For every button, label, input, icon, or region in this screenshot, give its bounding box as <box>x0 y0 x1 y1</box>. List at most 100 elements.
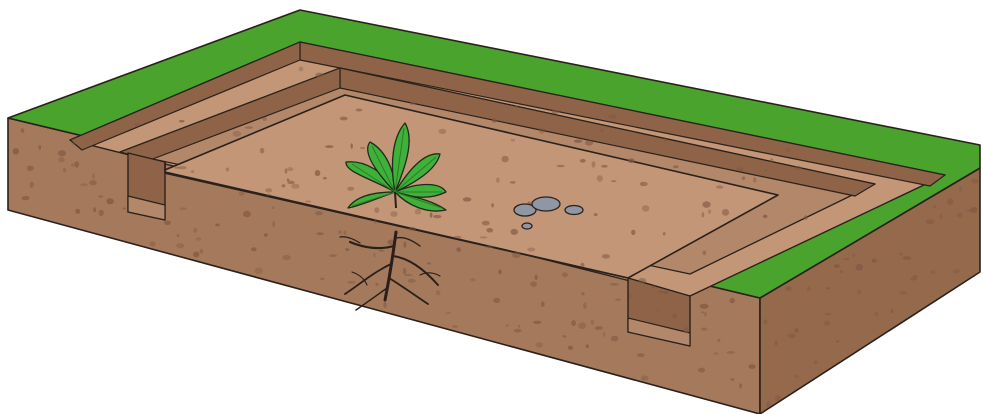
soil-speckle <box>749 364 756 369</box>
soil-speckle <box>641 375 649 381</box>
soil-speckle <box>717 339 720 343</box>
soil-speckle <box>343 231 346 235</box>
soil-speckle <box>739 383 742 388</box>
soil-speckle <box>239 191 245 196</box>
soil-speckle <box>325 145 334 148</box>
soil-speckle <box>486 228 493 233</box>
soil-speckle <box>713 352 718 354</box>
soil-speckle <box>770 158 773 162</box>
soil-speckle <box>243 211 251 218</box>
soil-speckle <box>631 230 635 235</box>
soil-speckle <box>518 325 520 328</box>
soil-speckle <box>482 221 490 226</box>
soil-speckle <box>581 292 584 295</box>
soil-speckle <box>338 230 341 234</box>
soil-speckle <box>704 312 706 316</box>
soil-speckle <box>786 148 790 152</box>
soil-speckle <box>493 298 500 303</box>
soil-speckle <box>766 401 771 407</box>
soil-speckle <box>727 351 735 354</box>
soil-speckle <box>580 159 586 163</box>
soil-speckle <box>80 183 88 186</box>
soil-speckle <box>825 313 831 316</box>
soil-speckle <box>913 275 917 277</box>
soil-speckle <box>282 184 286 187</box>
soil-speckle <box>658 291 663 294</box>
soil-speckle <box>611 336 619 342</box>
soil-speckle <box>433 215 441 218</box>
soil-speckle <box>557 165 565 168</box>
soil-speckle <box>899 253 902 256</box>
soil-speckle <box>92 173 95 179</box>
soil-speckle <box>700 304 709 309</box>
soil-speckle <box>320 278 324 281</box>
soil-speckle <box>191 170 194 173</box>
soil-speckle <box>89 180 96 185</box>
soil-speckle <box>75 209 80 214</box>
soil-speckle <box>291 184 299 189</box>
soil-speckle <box>585 140 593 145</box>
soil-speckle <box>903 256 912 260</box>
soil-speckle <box>285 168 288 173</box>
soil-speckle <box>470 278 476 281</box>
soil-speckle <box>753 177 756 182</box>
soil-speckle <box>730 378 734 381</box>
soil-speckle <box>562 272 568 277</box>
soil-speckle <box>193 252 199 258</box>
soil-speckle <box>356 109 363 112</box>
soil-speckle <box>775 395 780 401</box>
soil-speckle <box>843 258 849 260</box>
soil-speckle <box>215 224 219 227</box>
soil-speckle <box>510 229 518 235</box>
soil-speckle <box>351 143 353 149</box>
soil-speckle <box>971 179 979 184</box>
soil-speckle <box>58 150 66 156</box>
soil-speckle <box>856 264 864 271</box>
soil-speckle <box>637 353 645 357</box>
soil-speckle <box>836 340 839 342</box>
soil-speckle <box>226 168 229 172</box>
soil-speckle <box>106 198 113 204</box>
soil-speckle <box>857 290 861 294</box>
soil-speckle <box>22 196 30 200</box>
soil-speckle <box>491 203 494 207</box>
soil-speckle <box>939 214 942 220</box>
soil-speckle <box>427 262 431 264</box>
soil-speckle <box>510 181 516 184</box>
soil-speckle <box>953 269 960 273</box>
soil-speckle <box>374 219 377 224</box>
soil-speckle <box>602 254 610 259</box>
soil-speckle <box>58 157 64 162</box>
soil-speckle <box>527 248 535 252</box>
soil-speckle <box>374 207 379 213</box>
soil-speckle <box>541 301 545 307</box>
soil-speckle <box>852 253 855 257</box>
soil-speckle <box>910 277 917 280</box>
soil-speckle <box>672 313 677 319</box>
soil-speckle <box>530 281 537 287</box>
soil-speckle <box>480 236 488 238</box>
soil-speckle <box>262 117 266 121</box>
soil-speckle <box>794 328 799 333</box>
soil-speckle <box>730 298 735 303</box>
soil-speckle <box>436 290 441 295</box>
soil-speckle <box>583 302 587 309</box>
soil-speckle <box>496 178 500 183</box>
soil-speckle <box>840 270 843 273</box>
soil-speckle <box>71 163 74 167</box>
soil-speckle <box>628 158 635 163</box>
soil-speckle <box>360 147 365 149</box>
soil-speckle <box>498 270 502 275</box>
soil-speckle <box>196 237 202 241</box>
soil-speckle <box>702 251 706 256</box>
soil-speckle <box>63 168 66 173</box>
soil-speckle <box>260 148 264 154</box>
soil-speckle <box>164 221 171 226</box>
soil-speckle <box>177 234 180 237</box>
soil-speckle <box>383 302 386 308</box>
soil-speckle <box>603 332 606 337</box>
soil-speckle <box>642 205 650 211</box>
soil-speckle <box>315 73 323 78</box>
soil-speckle <box>563 335 567 338</box>
